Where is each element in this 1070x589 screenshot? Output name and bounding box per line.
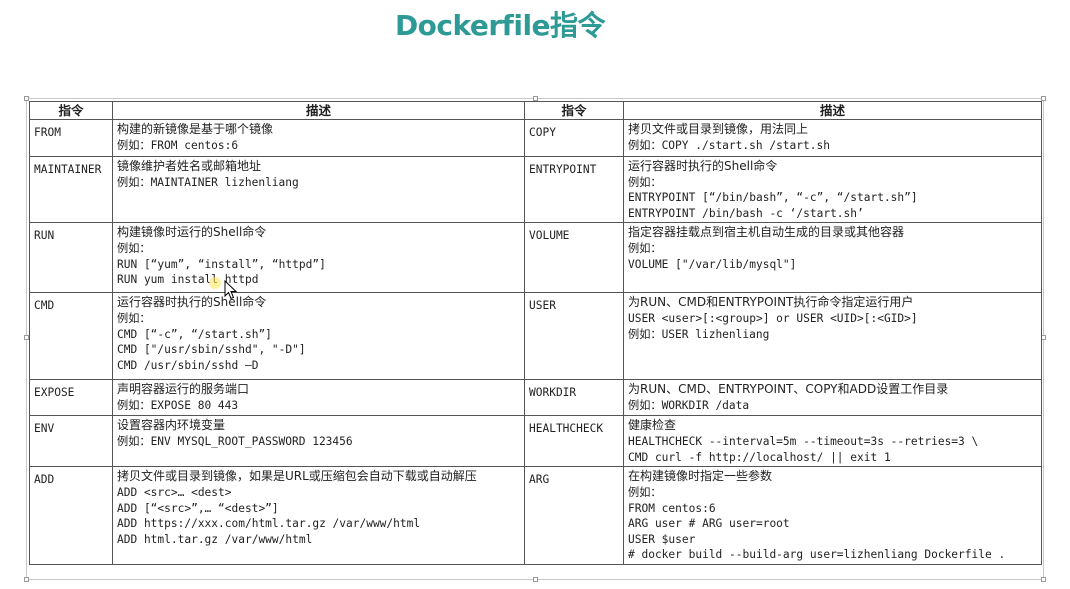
instruction-cell: MAINTAINER (29, 155, 113, 224)
description-line: 镜像维护者姓名或邮箱地址 (117, 159, 262, 173)
description-line: CMD curl -f http://localhost/ || exit 1 (628, 450, 891, 464)
description-line: ADD <src>… <dest> (117, 485, 232, 499)
description-line: 例如：MAINTAINER lizhenliang (117, 175, 299, 189)
description-line: 设置容器内环境变量 (117, 418, 226, 433)
description-line: RUN [“yum”, “install”, “httpd”] (117, 257, 326, 271)
resize-handle[interactable] (1041, 577, 1046, 582)
description-line: CMD [“-c”, “/start.sh”] (117, 327, 272, 341)
description-cell: 构建镜像时运行的Shell命令例如： RUN [“yum”, “install”,… (112, 222, 525, 294)
description-cell: 构建的新镜像是基于哪个镜像例如：FROM centos:6 (112, 119, 525, 157)
description-line: 为RUN、CMD、ENTRYPOINT、COPY和ADD设置工作目录 (628, 382, 949, 397)
description-line: 例如： (628, 485, 662, 499)
description-line: 健康检查 (628, 418, 677, 433)
instruction-cell: WORKDIR (524, 379, 624, 417)
description-line: 例如：WORKDIR /data (628, 398, 750, 412)
description-line: CMD /usr/sbin/sshd –D (117, 358, 259, 372)
description-line: USER $user (628, 532, 696, 546)
instruction-cell: ENTRYPOINT (524, 155, 624, 224)
instruction-cell: FROM (29, 119, 113, 157)
table-row: CMD 运行容器时执行的Shell命令例如： CMD [“-c”, “/start.… (29, 292, 1042, 381)
resize-handle[interactable] (24, 577, 29, 582)
description-line: 例如：EXPOSE 80 443 (117, 398, 239, 412)
description-cell: 镜像维护者姓名或邮箱地址例如：MAINTAINER lizhenliang (112, 155, 525, 224)
description-cell: 设置容器内环境变量例如：ENV MYSQL_ROOT_PASSWORD 1234… (112, 415, 525, 468)
description-line: 声明容器运行的服务端口 (117, 382, 250, 397)
description-line: ARG user # ARG user=root (628, 517, 790, 531)
table-header-row: 指令 描述 指令 描述 (29, 101, 1042, 120)
description-line: 例如： (628, 175, 662, 189)
description-line: 拷贝文件或目录到镜像，用法同上 (628, 122, 809, 136)
table-selection-frame[interactable] (24, 96, 1046, 582)
description-line: 拷贝文件或目录到镜像，如果是URL或压缩包会自动下载或自动解压 (117, 469, 477, 484)
description-cell: 指定容器挂载点到宿主机自动生成的目录或其他容器例如： VOLUME ["/var/… (623, 222, 1042, 294)
resize-handle[interactable] (24, 96, 29, 101)
description-line: ADD https://xxx.com/html.tar.gz /var/www… (117, 517, 421, 531)
description-line: ADD html.tar.gz /var/www/html (117, 532, 313, 546)
description-line: 例如：USER lizhenliang (628, 327, 770, 341)
instruction-cell: COPY (524, 119, 624, 157)
instruction-cell: ADD (29, 466, 113, 565)
description-line: 例如： (117, 241, 151, 255)
instruction-cell: EXPOSE (29, 379, 113, 417)
instruction-cell: ARG (524, 466, 624, 565)
description-line: 在构建镜像时指定一些参数 (628, 469, 773, 484)
description-line: ADD [“<src>”,… “<dest>”] (117, 501, 279, 515)
description-line: VOLUME ["/var/lib/mysql"] (628, 257, 797, 271)
description-cell: 运行容器时执行的Shell命令例如： ENTRYPOINT [“/bin/bash… (623, 155, 1042, 224)
description-line: CMD ["/usr/sbin/sshd", "-D"] (117, 343, 306, 357)
description-line: 为RUN、CMD和ENTRYPOINT执行命令指定运行用户 (628, 295, 914, 310)
resize-handle[interactable] (533, 96, 538, 101)
instruction-cell: RUN (29, 222, 113, 294)
header-description: 描述 (623, 101, 1042, 120)
cursor-highlight (209, 277, 221, 289)
description-line: 例如： (117, 311, 151, 325)
description-cell: 运行容器时执行的Shell命令例如： CMD [“-c”, “/start.sh”… (112, 292, 525, 381)
description-line: 指定容器挂载点到宿主机自动生成的目录或其他容器 (628, 225, 905, 240)
description-line: 构建的新镜像是基于哪个镜像 (117, 122, 274, 136)
description-line: ENTRYPOINT /bin/bash -c ‘/start.sh’ (628, 206, 864, 220)
description-line: ENTRYPOINT [“/bin/bash”, “-c”, “/start.s… (628, 191, 918, 205)
description-line: FROM centos:6 (628, 501, 716, 515)
description-line: 例如：FROM centos:6 (117, 138, 239, 152)
header-instruction: 指令 (524, 101, 624, 120)
resize-handle[interactable] (1041, 96, 1046, 101)
description-cell: 为RUN、CMD、ENTRYPOINT、COPY和ADD设置工作目录例如：WOR… (623, 379, 1042, 417)
description-line: USER <user>[:<group>] or USER <UID>[:<GI… (628, 311, 918, 325)
page-title: Dockerfile指令 (394, 9, 606, 42)
instruction-cell: VOLUME (524, 222, 624, 294)
resize-handle[interactable] (533, 577, 538, 582)
description-cell: 声明容器运行的服务端口例如：EXPOSE 80 443 (112, 379, 525, 417)
description-line: 运行容器时执行的Shell命令 (117, 295, 267, 310)
description-line: 例如：COPY ./start.sh /start.sh (628, 138, 830, 152)
instruction-cell: ENV (29, 415, 113, 468)
header-description: 描述 (112, 101, 525, 120)
instruction-cell: USER (524, 292, 624, 381)
description-line: 运行容器时执行的Shell命令 (628, 159, 778, 173)
description-line: 例如：ENV MYSQL_ROOT_PASSWORD 123456 (117, 434, 353, 448)
header-instruction: 指令 (29, 101, 113, 120)
description-line: 构建镜像时运行的Shell命令 (117, 225, 267, 240)
resize-handle[interactable] (24, 335, 29, 340)
instruction-cell: CMD (29, 292, 113, 381)
description-cell: 拷贝文件或目录到镜像，用法同上例如：COPY ./start.sh /start… (623, 119, 1042, 157)
resize-handle[interactable] (1041, 335, 1046, 340)
description-line: # docker build --build-arg user=lizhenli… (628, 548, 1006, 562)
instruction-cell: HEALTHCHECK (524, 415, 624, 468)
description-line: RUN yum install httpd (117, 273, 259, 287)
description-line: HEALTHCHECK --interval=5m --timeout=3s -… (628, 434, 979, 448)
description-line: 例如： (628, 241, 662, 255)
